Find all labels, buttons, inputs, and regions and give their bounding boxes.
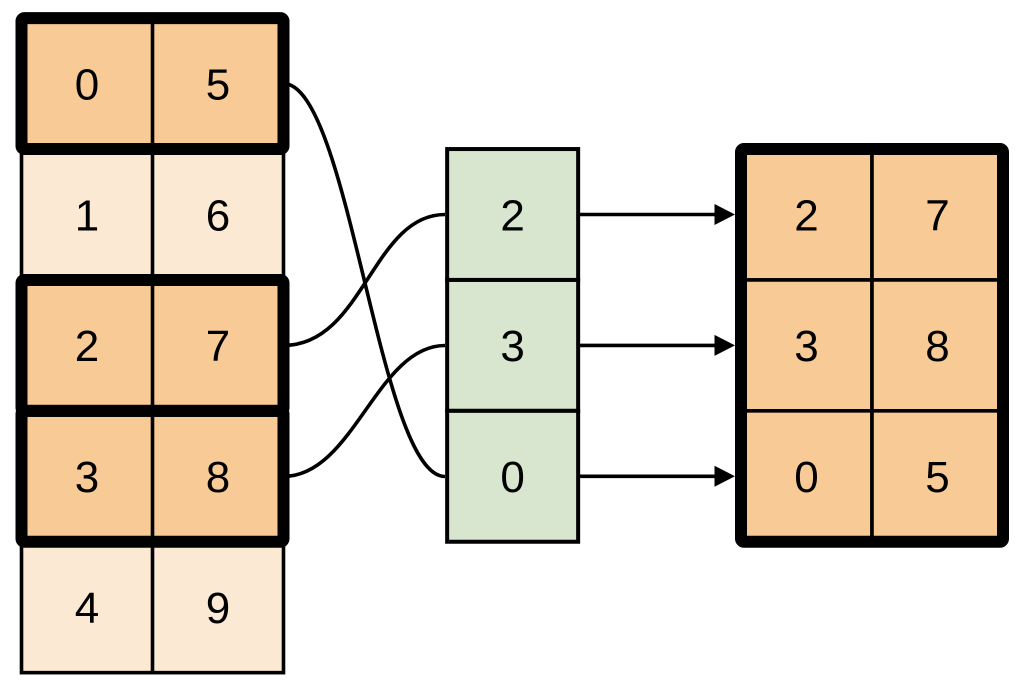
svg-text:6: 6 (206, 191, 230, 240)
svg-text:8: 8 (925, 322, 949, 371)
svg-text:5: 5 (925, 453, 949, 502)
svg-text:4: 4 (75, 584, 99, 633)
svg-text:0: 0 (75, 60, 99, 109)
svg-text:2: 2 (794, 191, 818, 240)
svg-text:3: 3 (794, 322, 818, 371)
svg-text:0: 0 (500, 453, 524, 502)
svg-text:5: 5 (206, 60, 230, 109)
svg-text:8: 8 (206, 453, 230, 502)
svg-text:2: 2 (75, 322, 99, 371)
svg-text:7: 7 (206, 322, 230, 371)
svg-text:2: 2 (500, 191, 524, 240)
svg-text:3: 3 (75, 453, 99, 502)
svg-text:0: 0 (794, 453, 818, 502)
svg-text:3: 3 (500, 322, 524, 371)
svg-text:7: 7 (925, 191, 949, 240)
svg-text:1: 1 (75, 191, 99, 240)
svg-text:9: 9 (206, 584, 230, 633)
